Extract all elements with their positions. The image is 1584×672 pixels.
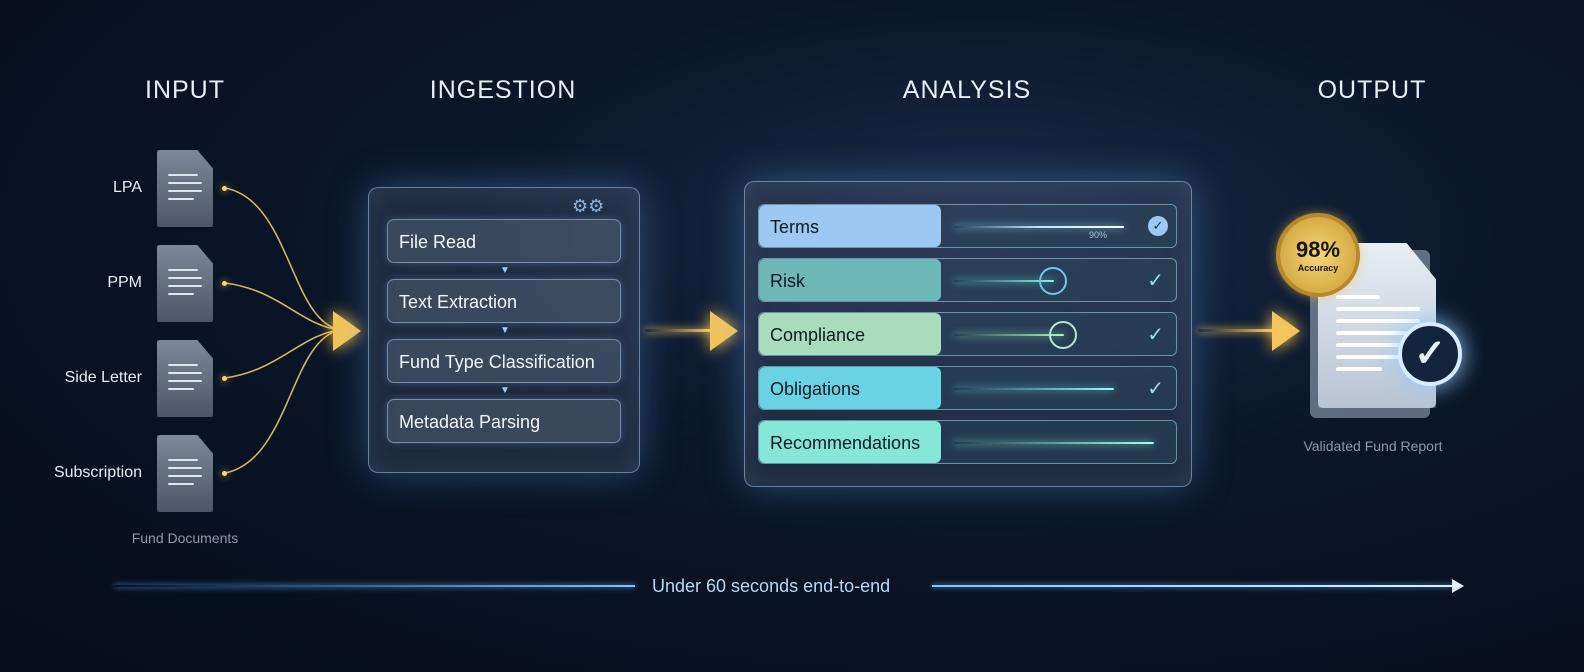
gear-icon: ⚙⚙ <box>572 196 605 216</box>
check-icon: ✓ <box>1147 270 1164 292</box>
timeline-line-right <box>932 585 1454 587</box>
accuracy-badge: 98% Accuracy <box>1280 217 1356 293</box>
document-icon <box>157 245 213 322</box>
ingestion-step-text-extraction: Text Extraction <box>387 279 621 323</box>
analysis-label: Risk <box>759 259 941 301</box>
analysis-label: Recommendations <box>759 421 941 463</box>
timeline-label: Under 60 seconds end-to-end <box>652 576 891 596</box>
ring-icon <box>1049 321 1077 349</box>
ring-icon <box>1039 267 1067 295</box>
signal-wave <box>954 334 1064 336</box>
check-icon: ✓ <box>1147 378 1164 400</box>
arrow-down-icon: ▼ <box>500 325 510 336</box>
ingestion-step-file-read: File Read <box>387 219 621 263</box>
arrow-down-icon: ▼ <box>500 265 510 276</box>
timeline-line-left <box>115 585 635 587</box>
signal-wave <box>954 442 1154 444</box>
flow-stream <box>645 329 715 332</box>
ingestion-step-fund-type-classification: Fund Type Classification <box>387 339 621 383</box>
analysis-row-risk: Risk ✓ <box>758 258 1177 302</box>
output-caption: Validated Fund Report <box>1303 438 1443 454</box>
heading-ingestion: INGESTION <box>429 76 577 104</box>
validated-check-icon: ✓ <box>1398 322 1462 386</box>
doc-label-subscription: Subscription <box>53 464 142 481</box>
signal-wave <box>954 280 1054 282</box>
document-icon <box>157 340 213 417</box>
connector-dot <box>222 471 227 476</box>
flow-stream <box>1198 329 1276 332</box>
arrow-down-icon: ▼ <box>500 385 510 396</box>
document-icon <box>157 435 213 512</box>
connector-dot <box>222 376 227 381</box>
flow-arrow-icon <box>333 311 361 351</box>
flow-arrow-icon <box>1272 311 1300 351</box>
ingestion-panel <box>368 187 640 473</box>
analysis-row-recommendations: Recommendations <box>758 420 1177 464</box>
doc-label-lpa: LPA <box>112 179 142 196</box>
timeline-arrowhead-icon <box>1452 579 1464 593</box>
heading-output: OUTPUT <box>1317 76 1427 104</box>
readout: 90% <box>1089 230 1108 240</box>
check-icon: ✓ <box>1147 324 1164 346</box>
converging-flow-lines <box>224 187 341 474</box>
analysis-label: Compliance <box>759 313 941 355</box>
connector-dot <box>222 186 227 191</box>
input-caption: Fund Documents <box>131 530 239 546</box>
analysis-row-terms: Terms 90% ✓ <box>758 204 1177 248</box>
analysis-label: Obligations <box>759 367 941 409</box>
doc-label-side-letter: Side Letter <box>64 369 142 386</box>
ingestion-step-metadata-parsing: Metadata Parsing <box>387 399 621 443</box>
flow-arrow-icon <box>710 311 738 351</box>
document-icon <box>157 150 213 227</box>
heading-input: INPUT <box>145 76 225 104</box>
badge-value: 98% <box>1295 237 1341 262</box>
analysis-row-compliance: Compliance ✓ <box>758 312 1177 356</box>
doc-label-ppm: PPM <box>107 274 142 291</box>
analysis-label: Terms <box>759 205 941 247</box>
badge-label: Accuracy <box>1297 263 1339 273</box>
connector-dot <box>222 281 227 286</box>
check-circle-icon: ✓ <box>1148 216 1168 236</box>
heading-analysis: ANALYSIS <box>902 76 1032 104</box>
signal-wave <box>954 388 1114 390</box>
analysis-row-obligations: Obligations ✓ <box>758 366 1177 410</box>
signal-wave <box>954 226 1124 228</box>
